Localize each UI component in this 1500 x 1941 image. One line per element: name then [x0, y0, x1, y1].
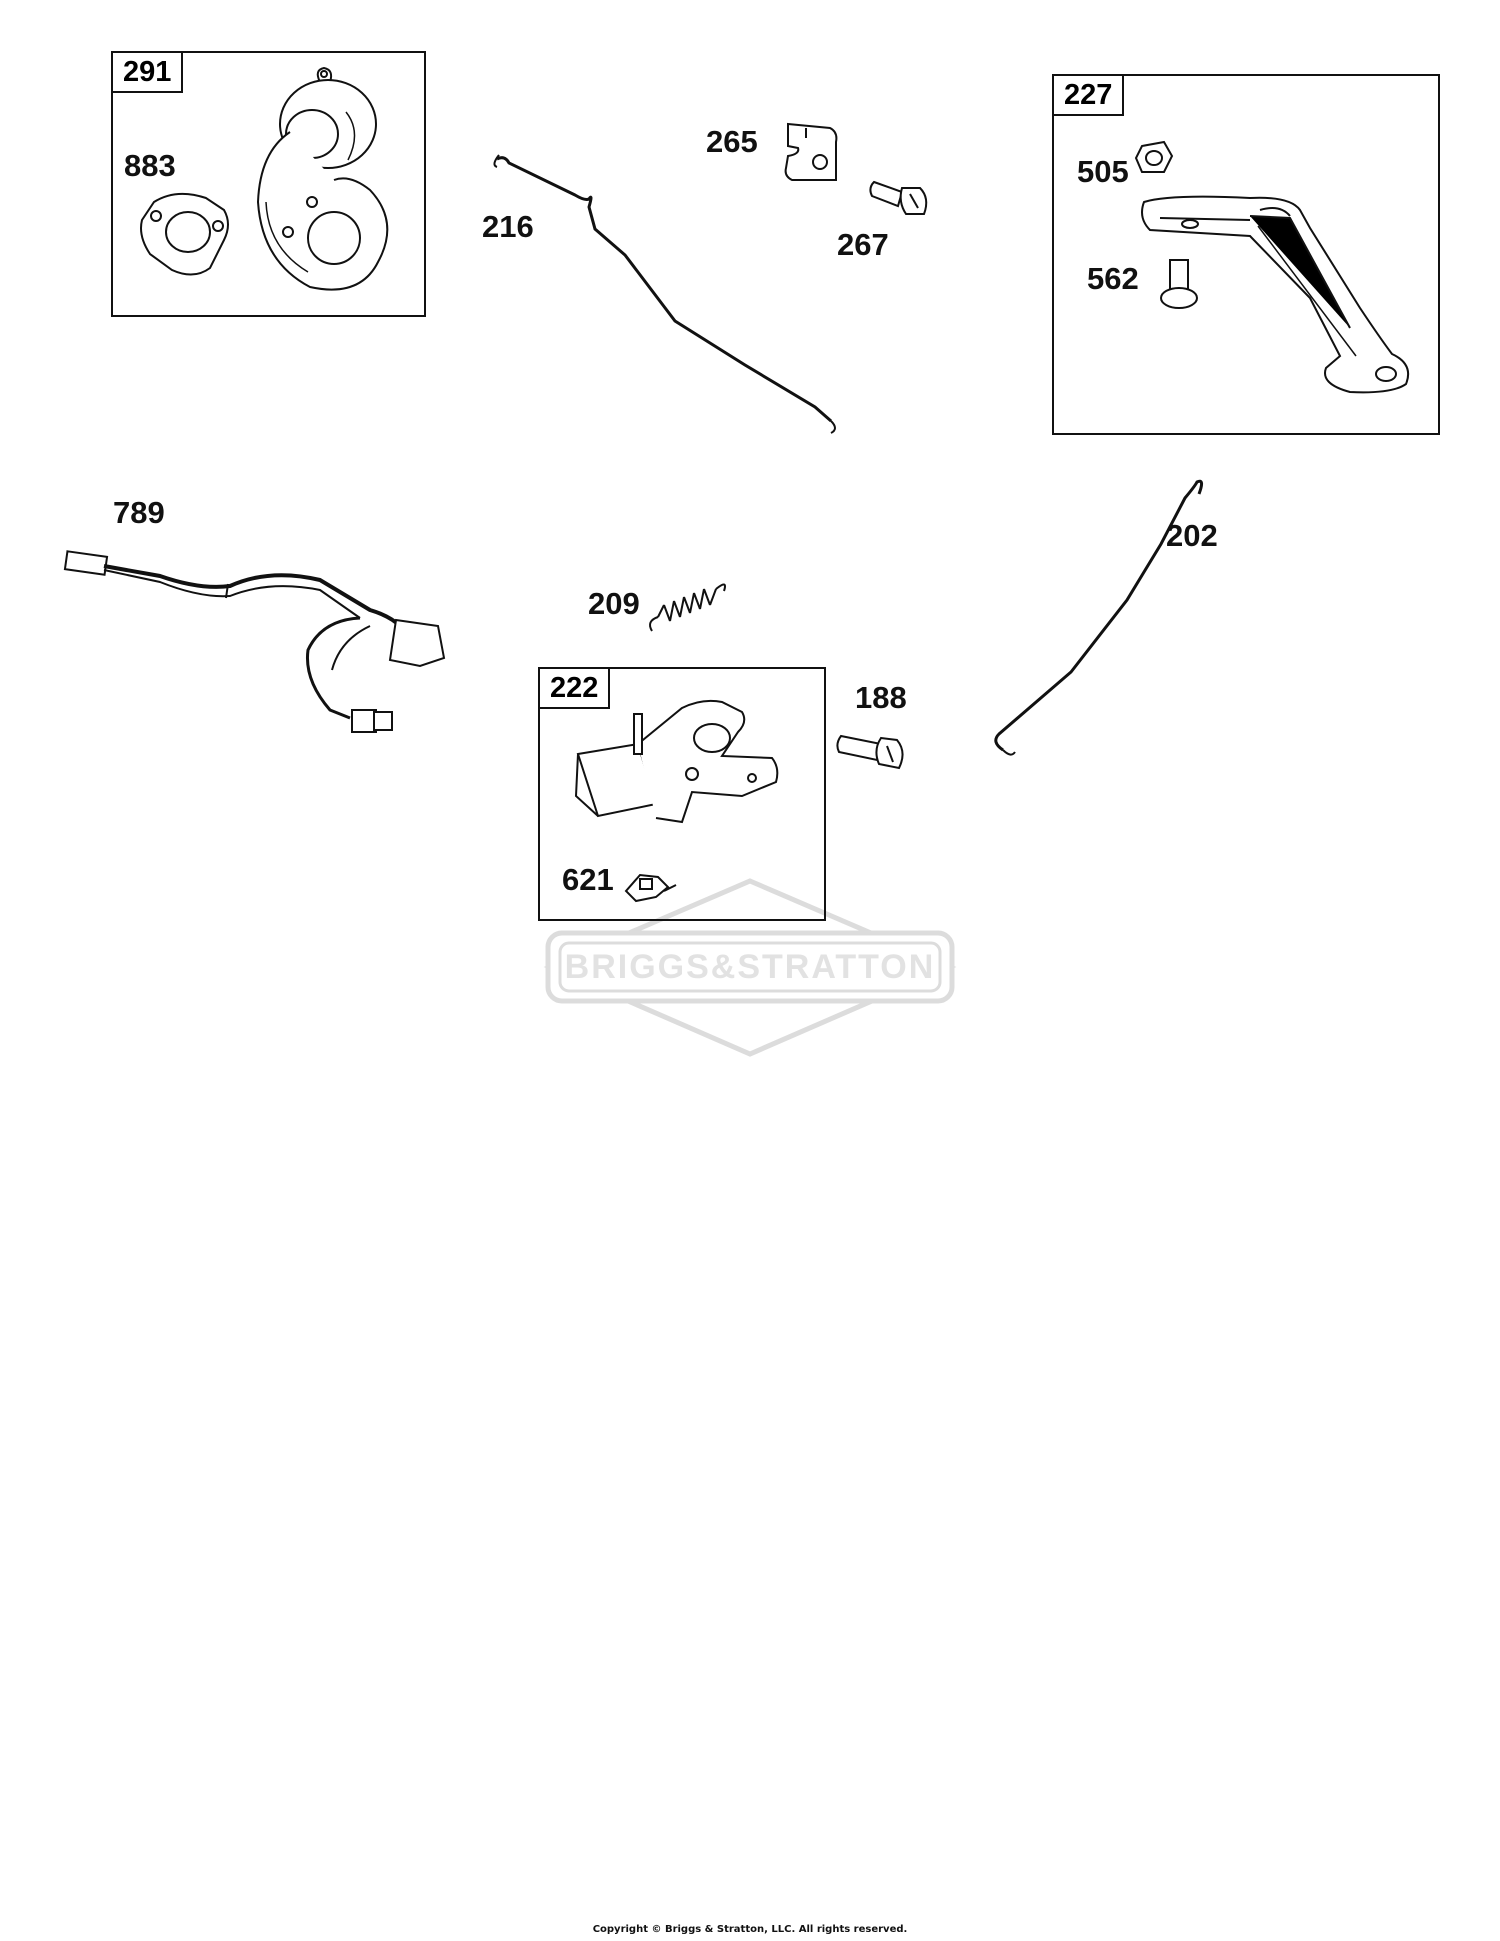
kit-label-291: 291	[111, 51, 184, 93]
part-number-883: 883	[124, 148, 176, 183]
nut-505-drawing	[1134, 138, 1176, 178]
part-number-562: 562	[1087, 261, 1139, 296]
gasket-883-drawing	[132, 180, 242, 290]
part-number-216: 216	[482, 209, 534, 244]
kit-box-222: 222	[538, 667, 826, 921]
part-number-267: 267	[837, 227, 889, 262]
pin-562-drawing	[1156, 256, 1202, 312]
part-number-209: 209	[588, 586, 640, 621]
wire-harness-789-drawing	[60, 540, 480, 760]
bracket-265-drawing	[778, 118, 848, 190]
control-lever-227-drawing	[1130, 188, 1420, 408]
copyright-notice: Copyright © Briggs & Stratton, LLC. All …	[592, 1924, 908, 1935]
part-number-621: 621	[562, 862, 614, 897]
kit-label-222: 222	[538, 667, 611, 709]
brand-watermark-logo: BRIGGS&STRATTON	[540, 875, 960, 1060]
clip-621-drawing	[620, 867, 680, 907]
control-bracket-222-drawing	[572, 696, 812, 856]
kit-label-227: 227	[1052, 74, 1125, 116]
part-number-202: 202	[1166, 518, 1218, 553]
bolt-188-drawing	[835, 722, 915, 782]
kit-box-291: 291	[111, 51, 426, 317]
throttle-rod-202-drawing	[985, 472, 1205, 772]
screw-267-drawing	[868, 170, 938, 226]
muffler-guard-291-drawing	[250, 62, 410, 302]
governor-link-216-drawing	[485, 145, 845, 435]
part-number-789: 789	[113, 495, 165, 530]
part-number-188: 188	[855, 680, 907, 715]
part-number-505: 505	[1077, 154, 1129, 189]
kit-box-227: 227	[1052, 74, 1440, 435]
spring-209-drawing	[644, 575, 734, 637]
svg-text:BRIGGS&STRATTON: BRIGGS&STRATTON	[565, 948, 936, 986]
part-number-265: 265	[706, 124, 758, 159]
